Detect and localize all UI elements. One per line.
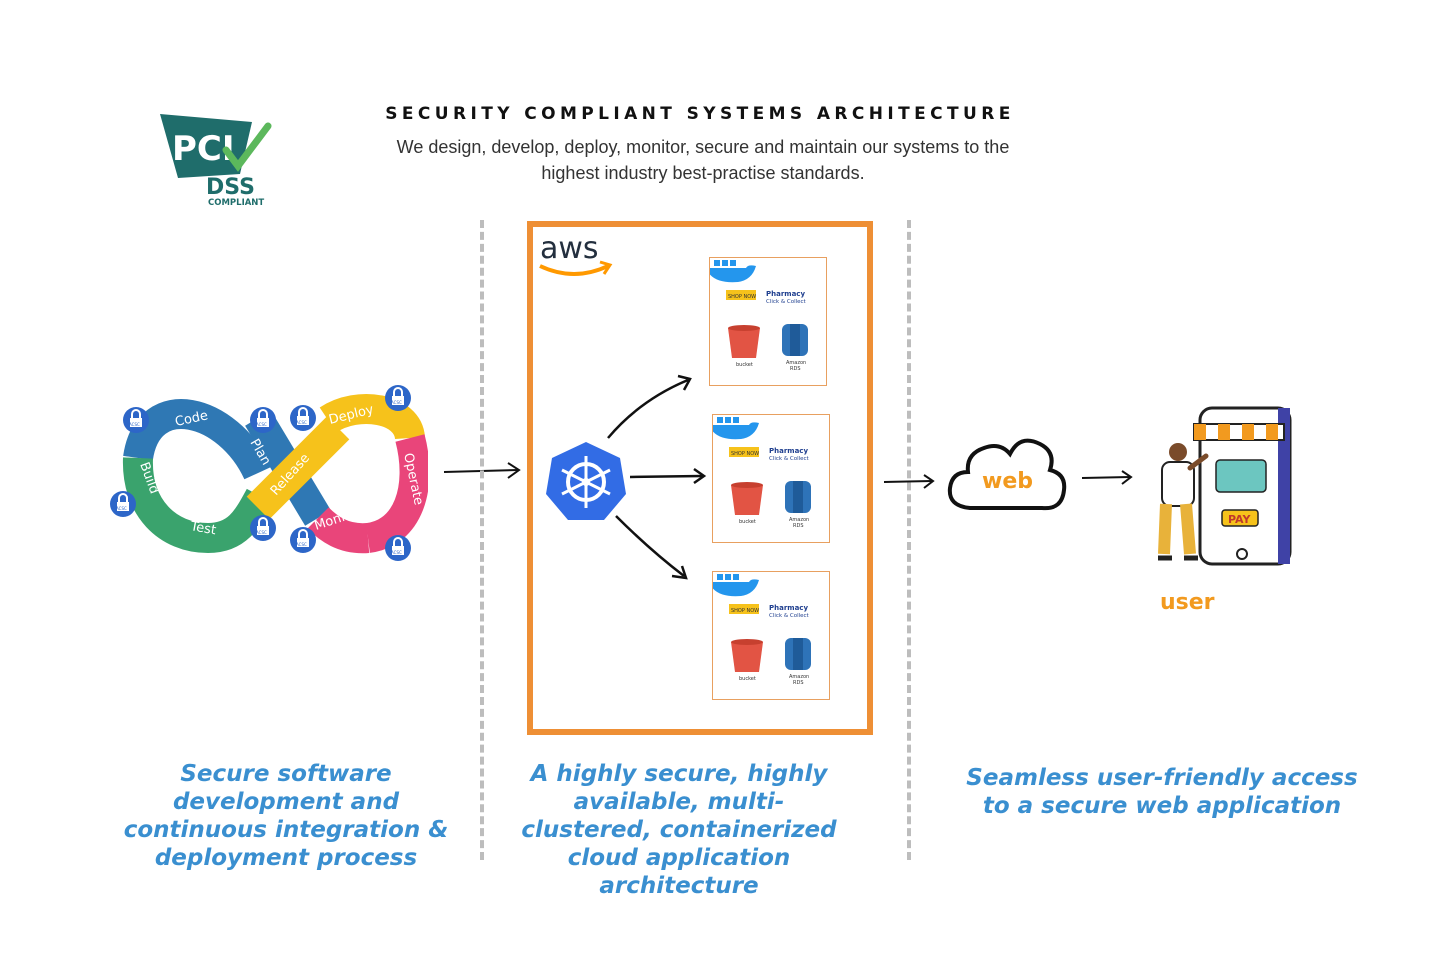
monitor-segment [307,507,370,554]
click-collect-text: Click & Collect [766,299,807,305]
bucket-label: bucket [739,519,756,525]
pci-dss-badge: PCI DSS COMPLIANT [160,114,272,208]
bucket-label: bucket [736,362,753,368]
cluster-3-contents: SHOP NOW Pharmacy Click & Collect bucket… [709,566,811,686]
s3-bucket-icon [731,642,763,672]
arrow-cluster-1 [607,378,689,439]
rds-label-line2: RDS [793,680,804,686]
build-test-segment [122,457,209,553]
docker-icon [709,566,759,597]
cluster-2-contents: SHOP NOW Pharmacy Click & Collect bucket… [709,409,811,529]
compliant-text: COMPLIANT [208,198,264,208]
bucket-label: bucket [739,676,756,682]
aws-cloud-frame [527,221,873,735]
click-collect-text: Click & Collect [769,613,810,619]
divider-left [480,220,484,860]
svg-text:ACSC: ACSC [129,422,140,427]
subtitle-line-2: highest industry best-practise standards… [541,163,865,183]
kubernetes-icon [546,442,626,520]
pharmacy-text: Pharmacy [766,290,805,298]
shop-now-text: SHOP NOW [728,294,756,300]
lock-icon: ACSC [250,515,276,541]
dss-text: DSS [206,175,255,200]
web-cloud: web [947,438,1067,511]
stage-test: Test [188,519,217,538]
page-subtitle: We design, develop, deploy, monitor, sec… [360,134,1046,186]
cloud-icon [947,438,1067,511]
lock-icon: ACSC [123,407,149,433]
cluster-3: SHOP NOW Pharmacy Click & Collect bucket… [709,566,830,700]
pay-button [1221,509,1259,527]
caption-cloud-architecture: A highly secure, highly available, multi… [521,761,837,899]
devops-infinity-loop: Code Build Test Plan Release Deploy Oper… [110,385,428,561]
s3-bucket-icon [728,328,760,358]
page-title: SECURITY COMPLIANT SYSTEMS ARCHITECTURE [385,104,1015,124]
svg-text:ACSC: ACSC [391,400,402,405]
acsc-lock-icons: ACSC ACSC ACSC ACSC ACSC ACSC ACSC ACSC [110,385,411,561]
arrow-to-web [883,474,935,489]
subtitle-line-1: We design, develop, deploy, monitor, sec… [396,137,1010,157]
shop-now-text: SHOP NOW [731,451,759,457]
shop-now-badge [726,290,756,300]
shop-now-text: SHOP NOW [731,608,759,614]
deploy-segment [319,394,425,442]
svg-text:ACSC: ACSC [296,542,307,547]
shop-now-badge [729,604,759,614]
lock-icon: ACSC [385,385,411,411]
rds-label-line1: Amazon [786,360,806,366]
lock-icon: ACSC [110,491,136,517]
arrow-to-user [1081,470,1133,485]
arrow-cluster-3 [615,515,685,577]
aws-logo-text: aws [540,231,599,266]
home-button-icon [1236,548,1248,560]
lock-icon: ACSC [290,527,316,553]
stage-code: Code [174,408,210,430]
release-segment [246,416,350,520]
docker-icon [706,252,756,283]
code-segment [123,399,272,480]
user-label: user [1160,590,1215,615]
web-label: web [982,469,1033,494]
lock-icon: ACSC [385,535,411,561]
rds-label-line1: Amazon [789,517,809,523]
docker-icon [709,409,759,440]
rds-label-line2: RDS [790,366,801,372]
s3-bucket-icon [731,485,763,515]
cluster-1-contents: SHOP NOW Pharmacy Click & Collect bucket… [706,252,808,372]
lock-icon: ACSC [290,405,316,431]
aws-logo: aws [539,231,613,276]
divider-right [907,220,911,860]
check-icon [222,122,272,172]
caption-devops: Secure software development and continuo… [123,761,449,871]
pay-text: PAY [1228,513,1252,526]
user-phone-illustration: PAY [1158,406,1292,566]
svg-text:ACSC: ACSC [256,422,267,427]
lock-icon: ACSC [250,407,276,433]
shop-now-badge [729,447,759,457]
pharmacy-text: Pharmacy [769,604,808,612]
rds-label-line1: Amazon [789,674,809,680]
svg-text:ACSC: ACSC [296,420,307,425]
pharmacy-text: Pharmacy [769,447,808,455]
cluster-2: SHOP NOW Pharmacy Click & Collect bucket… [709,409,830,543]
aws-smile-icon [539,264,609,276]
svg-text:ACSC: ACSC [391,550,402,555]
caption-user-access: Seamless user-friendly access to a secur… [966,765,1358,819]
click-collect-text: Click & Collect [769,456,810,462]
card-icon [1215,459,1267,493]
pci-badge-shape [160,114,252,178]
svg-text:ACSC: ACSC [256,530,267,535]
rds-label-line2: RDS [793,523,804,529]
operate-segment [364,434,428,553]
arrow-cluster-2 [629,474,703,479]
awning-icon [1193,423,1285,441]
svg-text:ACSC: ACSC [116,506,127,511]
person-icon [1158,443,1209,561]
cluster-1: SHOP NOW Pharmacy Click & Collect bucket… [706,252,827,386]
cluster-arrows [607,374,707,580]
